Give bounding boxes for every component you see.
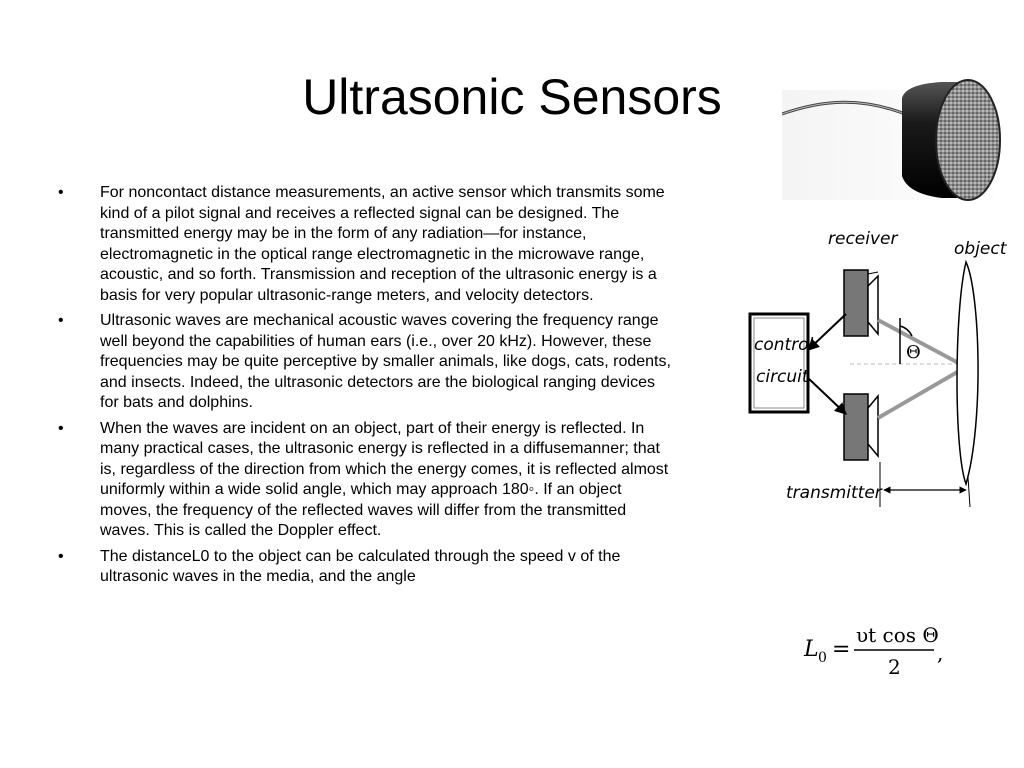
receiver-element <box>843 269 869 337</box>
bullet-text: For noncontact distance measurements, an… <box>100 184 665 304</box>
distance-formula: L 0 = υt cos Θ 2 , <box>803 623 943 679</box>
bullet-item: • The distanceL0 to the object can be ca… <box>56 547 676 588</box>
ultrasonic-sensor-image <box>782 79 1004 201</box>
formula-lhs: L <box>803 637 819 662</box>
formula-equals: = <box>832 637 850 662</box>
transmitter-element <box>843 393 869 461</box>
bullet-text: When the waves are incident on an object… <box>100 419 669 540</box>
formula-numerator: υt cos Θ <box>856 623 939 647</box>
object-shape <box>956 259 979 487</box>
bullet-list: • For noncontact distance measurements, … <box>56 183 676 593</box>
object-label: object <box>954 239 1008 259</box>
theta-label: Θ <box>906 342 921 363</box>
ultrasonic-ranging-diagram: receiver object control circuit Θ t <box>748 229 1008 508</box>
transmitter-label: transmitter <box>786 483 883 503</box>
formula-trailing: , <box>937 641 943 665</box>
bullet-text: The distanceL0 to the object can be calc… <box>100 547 621 586</box>
circuit-label: circuit <box>756 367 810 387</box>
control-circuit-box <box>748 312 810 414</box>
bullet-marker: • <box>58 312 64 329</box>
formula-lhs-subscript: 0 <box>818 650 827 666</box>
receiver-label: receiver <box>828 229 898 249</box>
bullet-item: • For noncontact distance measurements, … <box>56 183 676 306</box>
bullet-text: Ultrasonic waves are mechanical acoustic… <box>100 312 671 411</box>
control-label: control <box>754 335 814 355</box>
formula-denominator: 2 <box>888 655 901 679</box>
bullet-marker: • <box>58 547 64 565</box>
bullet-marker: • <box>58 419 64 437</box>
slide-title: Ultrasonic Sensors <box>302 69 722 125</box>
bullet-marker: • <box>58 184 64 201</box>
bullet-item: • When the waves are incident on an obje… <box>56 419 676 542</box>
bullet-item: • Ultrasonic waves are mechanical acoust… <box>56 311 676 414</box>
